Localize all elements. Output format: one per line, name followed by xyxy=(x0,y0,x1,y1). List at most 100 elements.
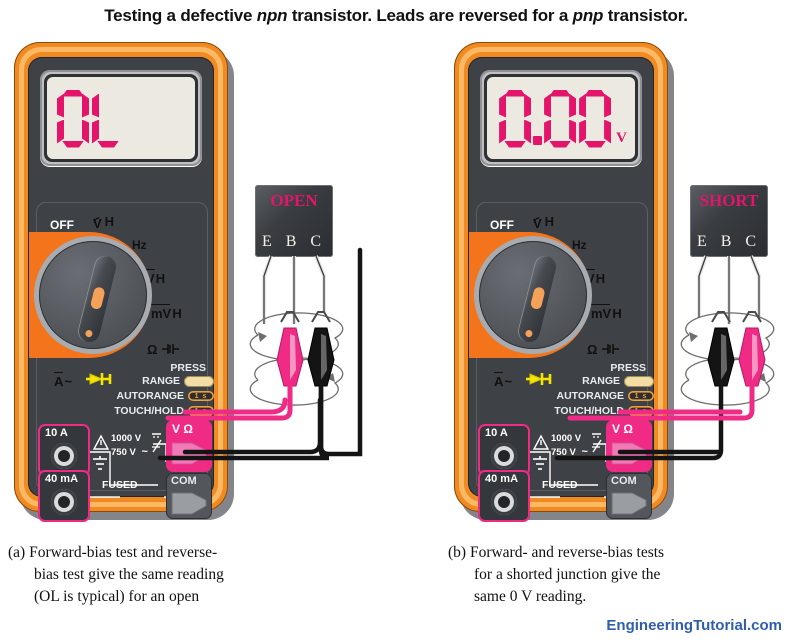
lcd-digits-b: V 0.00 V xyxy=(497,84,629,153)
alligator-clip-pink-a xyxy=(276,311,304,387)
rating-1000v-a: 1000 V xyxy=(111,433,142,444)
jack-40ma-hole-b[interactable] xyxy=(491,489,517,515)
button-autorange-pill-b[interactable]: 1 s xyxy=(628,391,654,401)
jack-40ma-a[interactable]: 40 mA xyxy=(38,470,90,522)
caption-b-line2: for a shorted junction give the xyxy=(474,566,661,583)
figure-title: Testing a defective npn transistor. Lead… xyxy=(0,6,792,26)
diode-test-icon-a xyxy=(86,373,112,385)
caption-b: (b) Forward- and reverse-bias tests for … xyxy=(448,542,788,608)
alligator-clip-pink-b xyxy=(738,311,766,387)
ground-symbol-a xyxy=(93,456,107,470)
dial-label-amp-b: A ~ xyxy=(494,372,513,389)
dial-knob-a[interactable] xyxy=(39,241,147,349)
jack-40ma-label-b: 40 mA xyxy=(485,473,519,485)
lcd-bezel-inner-a: OL xyxy=(44,74,198,162)
dial-label-mvdc-a: mV H xyxy=(151,304,182,321)
button-touchhold-label-b: TOUCH/HOLD xyxy=(554,405,624,417)
dial-pointer-dot-b xyxy=(524,329,534,338)
lcd-bezel-a: OL xyxy=(40,70,202,166)
button-autorange-pill-a[interactable]: 1 s xyxy=(188,391,214,401)
jack-volt-ohm-label-b: V Ω xyxy=(612,422,633,436)
jack-40ma-b[interactable]: 40 mA xyxy=(478,470,530,522)
transistor-b: SHORT E B C xyxy=(690,185,768,257)
probe-wires-a xyxy=(182,397,323,455)
transistor-fault-label-a: OPEN xyxy=(270,191,318,210)
rating-line-1-a: 1000 V xyxy=(111,433,141,445)
lcd-bezel-b: V 0.00 V xyxy=(480,70,642,166)
rating-line-2-a: 750 V ~ xyxy=(111,446,148,458)
watermark: EngineeringTutorial.com xyxy=(606,617,782,634)
dial-pointer-a[interactable] xyxy=(75,253,119,345)
title-part-1: Testing a defective xyxy=(104,6,257,25)
caption-a: (a) Forward-bias test and reverse- bias … xyxy=(8,542,378,608)
dial-pointer-dot-a xyxy=(84,329,94,338)
caption-b-line1: (b) Forward- and reverse-bias tests xyxy=(448,542,788,564)
lcd-screen-a: OL xyxy=(47,77,195,159)
rating-line-1-b: 1000 V xyxy=(551,433,581,445)
caption-a-line3: (OL is typical) for an open xyxy=(34,588,200,605)
button-autorange-label-a: AUTORANGE xyxy=(116,390,184,402)
button-autorange-indicator-b: 1 s xyxy=(634,392,648,400)
press-label-a: PRESS xyxy=(170,362,206,374)
button-range-pill-b[interactable] xyxy=(624,375,654,387)
dial-pointer-marker-b xyxy=(529,286,546,311)
dial-pointer-b[interactable] xyxy=(515,253,559,345)
button-autorange-a[interactable]: AUTORANGE 1 s xyxy=(117,390,214,402)
button-touchhold-label-a: TOUCH/HOLD xyxy=(114,405,184,417)
caption-a-line1: (a) Forward-bias test and reverse- xyxy=(8,542,378,564)
jack-40ma-label-a: 40 mA xyxy=(45,473,79,485)
lcd-bezel-inner-b: V 0.00 V xyxy=(484,74,638,162)
probe-wires-b xyxy=(617,409,743,455)
jack-10a-label-a: 10 A xyxy=(45,427,68,439)
multimeter-b: V 0.00 V OFF ◜V H Hz V H mV H Ω A ~ xyxy=(454,42,674,522)
caption-b-line3: same 0 V reading. xyxy=(474,588,587,605)
alligator-clip-black-a xyxy=(307,311,335,387)
ground-symbol-b xyxy=(533,456,547,470)
dial-label-ohm-a: Ω xyxy=(147,342,180,357)
button-autorange-b[interactable]: AUTORANGE 1 s xyxy=(557,390,654,402)
transistor-leads-label-b: E B C xyxy=(696,233,762,250)
jack-10a-a[interactable]: 10 A xyxy=(38,424,90,476)
caption-a-line2: bias test give the same reading xyxy=(34,566,224,583)
dc-ac-symbol-a xyxy=(152,433,162,453)
dial-pointer-marker-a xyxy=(89,286,106,311)
jack-10a-b[interactable]: 10 A xyxy=(478,424,530,476)
button-range-label-a: RANGE xyxy=(142,375,180,387)
caption-a-tag: (a) xyxy=(8,544,26,561)
lcd-digit-b-3 xyxy=(579,90,611,148)
button-range-label-b: RANGE xyxy=(582,375,620,387)
dial-label-mvdc-b: mV H xyxy=(591,304,622,321)
dial-label-vac-a: ◜VHz H xyxy=(93,214,115,231)
press-label-b: PRESS xyxy=(610,362,646,374)
lcd-digit-1 xyxy=(57,90,89,148)
probe-plug-gray-b[interactable] xyxy=(610,489,660,519)
jack-volt-ohm-label-a: V Ω xyxy=(172,422,193,436)
dial-label-ohm-b: Ω xyxy=(587,342,620,357)
jack-10a-label-b: 10 A xyxy=(485,427,508,439)
dial-label-off-b: OFF xyxy=(490,218,514,232)
jack-com-label-a: COM xyxy=(171,475,197,487)
dial-ring-a xyxy=(34,236,152,354)
jack-40ma-hole-a[interactable] xyxy=(51,489,77,515)
dial-ring-b xyxy=(474,236,592,354)
warning-triangle-icon-b xyxy=(532,434,550,450)
button-range-b[interactable]: RANGE xyxy=(582,375,654,387)
title-emphasis-npn: npn xyxy=(256,6,288,25)
button-range-a[interactable]: RANGE xyxy=(142,375,214,387)
lcd-digit-b-2 xyxy=(544,90,576,148)
rating-1000v-b: 1000 V xyxy=(551,433,582,444)
button-range-pill-a[interactable] xyxy=(184,375,214,387)
lcd-digits-a: OL xyxy=(57,84,189,153)
transistor-a: OPEN E B C xyxy=(255,185,333,257)
caption-b-tag: (b) xyxy=(448,544,467,561)
lcd-decimal-point-b xyxy=(533,136,543,145)
transistor-fault-label-b: SHORT xyxy=(699,191,759,210)
jack-10a-hole-b[interactable] xyxy=(491,443,517,469)
rating-line-2-b: 750 V ~ xyxy=(551,446,588,458)
title-part-3: transistor. xyxy=(603,6,688,25)
probe-plug-gray-a[interactable] xyxy=(170,489,220,519)
dial-knob-b[interactable] xyxy=(479,241,587,349)
jack-10a-hole-a[interactable] xyxy=(51,443,77,469)
lcd-screen-b: V 0.00 V xyxy=(487,77,635,159)
